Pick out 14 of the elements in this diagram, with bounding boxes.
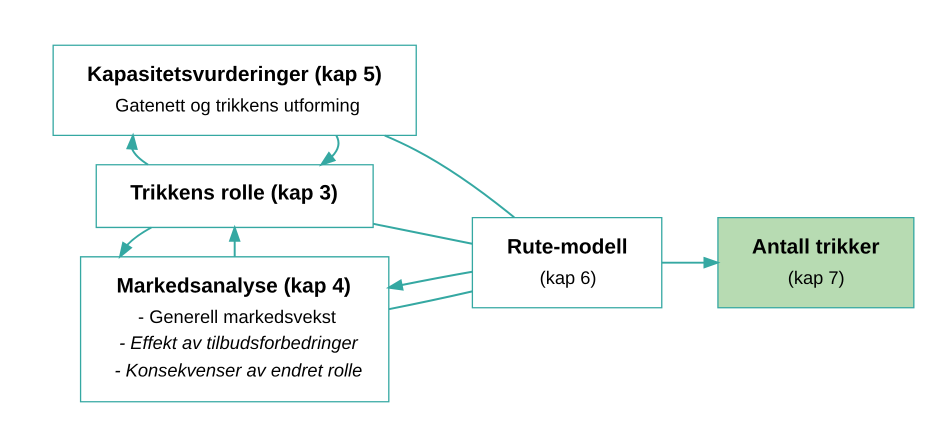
arrow [228,224,241,256]
node-box: Trikkens rolle (kap 3) [96,164,374,228]
node-box: Antall trikker (kap 7) [717,216,914,308]
node-box: Markedsanalyse (kap 4) - Generell markedsvekst - Effekt av tilbudsforbedringer - Konsekvenser av endret rolle [80,256,390,402]
connector [373,222,472,244]
node-box: Rute-modell (kap 6) [472,216,662,308]
arrow [118,226,152,258]
arrow [126,132,149,165]
connector [388,290,472,310]
arrow [386,270,472,290]
node-box: Kapasitetsvurderinger (kap 5) Gatenett og trikkens utforming [52,44,417,136]
arrow [662,256,720,268]
arrow [319,134,340,166]
connector [384,134,515,218]
